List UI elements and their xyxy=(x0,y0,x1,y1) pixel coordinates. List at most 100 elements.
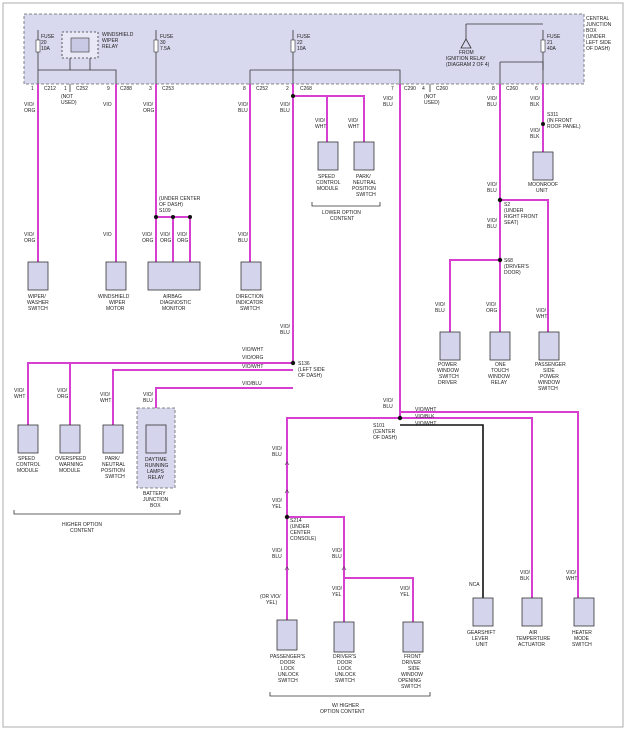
svg-text:MODE: MODE xyxy=(574,636,590,642)
svg-text:WIPER: WIPER xyxy=(102,38,119,44)
svg-text:VIO/WHT: VIO/WHT xyxy=(242,347,263,353)
svg-text:OPTION CONTENT: OPTION CONTENT xyxy=(320,709,365,715)
svg-text:CENTRAL: CENTRAL xyxy=(586,16,610,22)
svg-text:VIO/: VIO/ xyxy=(160,232,171,238)
svg-text:S101: S101 xyxy=(373,423,385,429)
svg-text:VIO/: VIO/ xyxy=(142,232,153,238)
svg-text:WHT: WHT xyxy=(566,576,577,582)
bus-fuse20 xyxy=(38,69,117,84)
wire-gearshift xyxy=(400,424,484,598)
svg-text:VIO/: VIO/ xyxy=(530,128,541,134)
svg-text:OF DASH): OF DASH) xyxy=(586,46,610,52)
svg-text:HIGHER OPTION: HIGHER OPTION xyxy=(62,522,102,528)
svg-text:SPEED: SPEED xyxy=(318,174,335,180)
svg-text:VIO/: VIO/ xyxy=(14,388,25,394)
svg-text:DRIVER: DRIVER xyxy=(402,660,421,666)
svg-text:RELAY: RELAY xyxy=(491,380,508,386)
svg-text:BLU: BLU xyxy=(332,554,342,560)
svg-text:BLU: BLU xyxy=(383,102,393,108)
svg-text:ORG: ORG xyxy=(142,238,154,244)
svg-text:SPEED: SPEED xyxy=(18,456,35,462)
svg-text:WIPER: WIPER xyxy=(109,300,126,306)
svg-text:PARK/: PARK/ xyxy=(356,174,371,180)
svg-text:SIDE: SIDE xyxy=(408,666,420,672)
svg-text:VIO/: VIO/ xyxy=(100,392,111,398)
svg-text:8: 8 xyxy=(492,86,495,92)
svg-text:SWITCH: SWITCH xyxy=(401,684,421,690)
svg-text:OF DASH): OF DASH) xyxy=(159,202,183,208)
svg-text:VIO/: VIO/ xyxy=(238,232,249,238)
svg-text:OF DASH): OF DASH) xyxy=(373,435,397,441)
svg-text:VIO/: VIO/ xyxy=(24,232,35,238)
svg-text:FUSE: FUSE xyxy=(547,34,561,40)
svg-text:VIO/: VIO/ xyxy=(280,102,291,108)
svg-text:ACTUATOR: ACTUATOR xyxy=(518,642,545,648)
svg-text:PARK/: PARK/ xyxy=(105,456,120,462)
svg-text:MODULE: MODULE xyxy=(59,468,81,474)
svg-text:VIO/: VIO/ xyxy=(238,102,249,108)
svg-text:VIO/: VIO/ xyxy=(272,498,283,504)
svg-text:WHT: WHT xyxy=(315,124,326,130)
svg-text:FUSE: FUSE xyxy=(297,34,311,40)
svg-text:(UNDER CENTER: (UNDER CENTER xyxy=(159,196,201,202)
svg-text:JUNCTION: JUNCTION xyxy=(143,497,169,503)
svg-text:W/ HIGHER: W/ HIGHER xyxy=(332,703,359,709)
svg-text:ORG: ORG xyxy=(143,108,155,114)
wire-driver-door xyxy=(287,516,345,622)
svg-text:VIO/: VIO/ xyxy=(383,398,394,404)
svg-text:S68: S68 xyxy=(504,258,513,264)
svg-text:VIO/: VIO/ xyxy=(566,570,577,576)
svg-text:ORG: ORG xyxy=(57,394,69,400)
svg-text:MOONROOF: MOONROOF xyxy=(528,182,558,188)
svg-text:VIO/BLK: VIO/BLK xyxy=(415,414,435,420)
svg-text:WHT: WHT xyxy=(348,124,359,130)
svg-text:VIO/: VIO/ xyxy=(332,548,343,554)
svg-text:S214: S214 xyxy=(290,518,302,524)
svg-text:WINDOW: WINDOW xyxy=(538,380,560,386)
svg-text:YEL: YEL xyxy=(332,592,342,598)
svg-text:VIO/: VIO/ xyxy=(332,586,343,592)
svg-text:DAYTIME: DAYTIME xyxy=(145,457,168,463)
svg-text:20: 20 xyxy=(41,40,47,46)
svg-text:1: 1 xyxy=(31,86,34,92)
svg-text:WINDOW: WINDOW xyxy=(401,672,423,678)
svg-text:MODULE: MODULE xyxy=(317,186,339,192)
svg-text:BLU: BLU xyxy=(280,330,290,336)
wire-pass-window xyxy=(500,199,549,332)
svg-text:VIO/: VIO/ xyxy=(400,586,411,592)
svg-text:VIO/: VIO/ xyxy=(177,232,188,238)
svg-text:21: 21 xyxy=(547,40,553,46)
svg-text:LAMPS: LAMPS xyxy=(147,469,165,475)
svg-text:6: 6 xyxy=(535,86,538,92)
svg-text:LEFT SIDE: LEFT SIDE xyxy=(586,40,612,46)
svg-text:YEL): YEL) xyxy=(266,600,277,606)
svg-text:POSITION: POSITION xyxy=(101,468,125,474)
svg-text:AIR: AIR xyxy=(529,630,538,636)
svg-text:RIGHT FRONT: RIGHT FRONT xyxy=(504,214,538,220)
svg-text:VIO/: VIO/ xyxy=(487,218,498,224)
svg-text:CONSOLE): CONSOLE) xyxy=(290,536,316,542)
svg-text:VIO/: VIO/ xyxy=(536,308,547,314)
svg-text:BLU: BLU xyxy=(272,452,282,458)
svg-text:(OR VIO/: (OR VIO/ xyxy=(260,594,281,600)
svg-text:(CENTER: (CENTER xyxy=(373,429,396,435)
svg-text:ORG: ORG xyxy=(486,308,498,314)
svg-text:ONE: ONE xyxy=(495,362,507,368)
svg-text:DIAGNOSTIC: DIAGNOSTIC xyxy=(160,300,192,306)
svg-text:BLU: BLU xyxy=(238,108,248,114)
svg-text:VIO: VIO xyxy=(103,102,112,108)
